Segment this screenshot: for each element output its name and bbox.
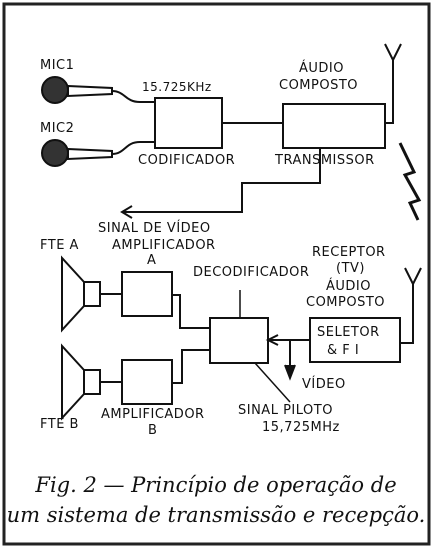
source-a-label: FTE A xyxy=(40,238,79,253)
radio-link-icon xyxy=(398,142,422,221)
caption-line1: Fig. 2 — Princípio de operação de xyxy=(34,473,396,497)
caption-line2: um sistema de transmissão e recepção. xyxy=(7,503,426,527)
decoder-block xyxy=(209,317,269,364)
video-out-label: VÍDEO xyxy=(302,376,346,392)
speaker-a-icon xyxy=(61,255,101,333)
amplifier-b-label-line2: B xyxy=(148,423,157,438)
microphone-1-icon xyxy=(41,76,155,104)
audio-composite-bottom-line1: ÁUDIO xyxy=(326,278,371,294)
transmitter-block xyxy=(282,103,386,149)
amplifier-a-label-line1: AMPLIFICADOR xyxy=(112,238,216,253)
audio-composite-bottom-line2: COMPOSTO xyxy=(306,295,385,310)
encoder-label: CODIFICADOR xyxy=(138,153,235,168)
selector-label-line1: SELETOR xyxy=(317,325,380,340)
pilot-signal-label-line2: 15,725MHz xyxy=(262,420,340,435)
transmitter-label: TRANSMISSOR xyxy=(274,153,375,168)
audio-composite-top-line2: COMPOSTO xyxy=(279,78,358,93)
transmit-antenna-icon xyxy=(384,43,402,63)
selector-label-line2: & F I xyxy=(327,343,359,358)
pilot-signal-label-line1: SINAL PILOTO xyxy=(238,403,333,418)
encoder-frequency-label: 15.725KHz xyxy=(142,80,212,94)
receiver-label-line1: RECEPTOR xyxy=(312,245,386,260)
microphone-2-icon xyxy=(41,139,155,167)
mic2-label: MIC2 xyxy=(40,121,74,136)
video-signal-label: SINAL DE VÍDEO xyxy=(98,220,211,236)
mic1-label: MIC1 xyxy=(40,58,74,73)
amplifier-a-label-line2: A xyxy=(147,253,156,268)
receiver-label-line2: (TV) xyxy=(336,261,365,276)
speaker-b-icon xyxy=(61,343,101,421)
source-b-label: FTE B xyxy=(40,417,79,432)
amplifier-b-label-line1: AMPLIFICADOR xyxy=(101,407,205,422)
decoder-label: DECODIFICADOR xyxy=(193,265,309,280)
audio-composite-top-line1: ÁUDIO xyxy=(299,60,344,76)
